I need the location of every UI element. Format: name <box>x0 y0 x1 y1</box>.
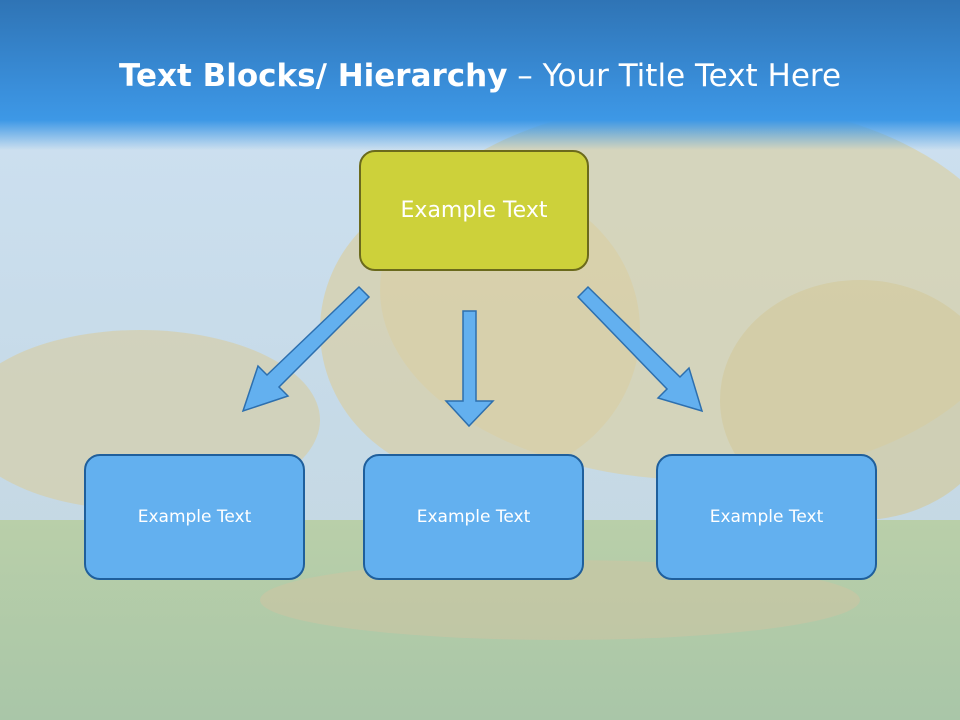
arrow-to-right-box <box>576 285 704 413</box>
slide-title: Text Blocks/ Hierarchy – Your Title Text… <box>0 52 960 100</box>
child-box-label: Example Text <box>709 507 824 527</box>
child-box-middle[interactable]: Example Text <box>363 454 584 580</box>
top-level-box-label: Example Text <box>400 198 548 223</box>
child-box-left[interactable]: Example Text <box>84 454 305 580</box>
child-box-label: Example Text <box>416 507 531 527</box>
arrow-to-left-box <box>241 285 371 413</box>
child-box-label: Example Text <box>137 507 252 527</box>
top-level-box[interactable]: Example Text <box>359 150 589 271</box>
arrow-to-middle-box <box>444 310 495 428</box>
child-box-right[interactable]: Example Text <box>656 454 877 580</box>
title-band <box>0 0 960 150</box>
title-bold-part: Text Blocks/ Hierarchy <box>118 58 508 94</box>
title-rest: Your Title Text Here <box>542 58 842 94</box>
title-dash: – <box>507 58 543 94</box>
